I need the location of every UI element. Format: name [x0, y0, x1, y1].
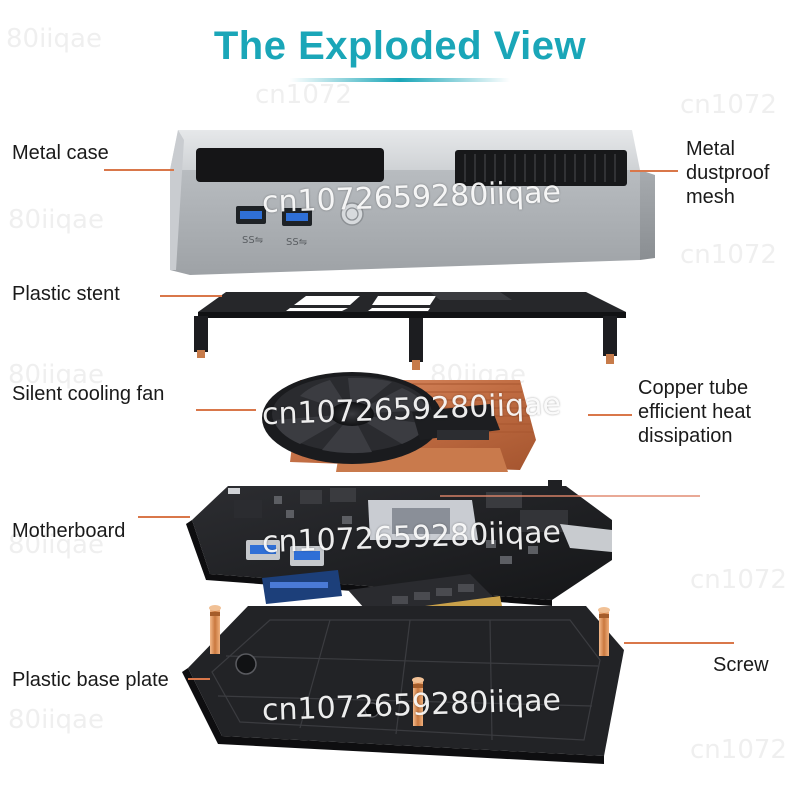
label-line: efficient heat	[638, 401, 752, 423]
watermark: 80iiqae	[8, 530, 104, 560]
label-line: mesh	[686, 186, 735, 208]
screw	[209, 605, 221, 654]
plastic-base-plate	[182, 606, 624, 764]
label-line: Metal	[686, 138, 735, 160]
screw	[598, 607, 610, 656]
watermark: 80iiqae	[6, 24, 102, 54]
label-copper-tube: Copper tube efficient heat dissipation	[638, 376, 751, 448]
label-screw: Screw	[713, 654, 769, 676]
leader-line	[588, 414, 632, 416]
label-line: Copper tube	[638, 377, 749, 399]
usb-port-icon	[236, 206, 266, 224]
watermark: cn1072	[680, 90, 777, 120]
leader-line	[624, 642, 734, 644]
power-button-icon	[340, 202, 364, 226]
screw	[412, 677, 424, 726]
label-silent-cooling-fan: Silent cooling fan	[12, 383, 165, 405]
title-underline	[290, 78, 510, 82]
usb-port-icon	[290, 546, 324, 566]
leader-line	[196, 409, 256, 411]
cooling-fan-heatsink	[262, 372, 536, 472]
label-plastic-stent: Plastic stent	[12, 283, 120, 305]
leader-line	[630, 170, 678, 172]
watermark: cn1072	[690, 565, 787, 595]
svg-text:SS⇋: SS⇋	[286, 237, 307, 248]
label-metal-dustproof-mesh: Metal dustproof mesh	[686, 137, 769, 209]
leader-line	[138, 516, 190, 518]
label-line: dustproof	[686, 162, 770, 184]
page-title: The Exploded View	[213, 24, 587, 68]
watermark: cn1072	[255, 80, 352, 110]
watermark: 80iiqae	[8, 360, 104, 390]
label-plastic-base-plate: Plastic base plate	[12, 669, 169, 691]
leader-line	[188, 678, 210, 680]
usb-port-icon	[246, 540, 280, 560]
leader-line	[104, 169, 174, 171]
leader-line	[160, 295, 222, 297]
watermark: cn1072	[680, 240, 777, 270]
label-line: dissipation	[638, 425, 733, 447]
label-motherboard: Motherboard	[12, 520, 126, 542]
watermark: 80iiqae	[8, 205, 104, 235]
plastic-stent	[194, 292, 626, 370]
watermark: 80iiqae	[8, 705, 104, 735]
svg-text:SS⇋: SS⇋	[242, 235, 263, 246]
usb-port-icon	[282, 208, 312, 226]
watermark: cn1072	[690, 735, 787, 765]
metal-case: SS⇋ SS⇋	[170, 130, 655, 275]
label-metal-case: Metal case	[12, 142, 109, 164]
